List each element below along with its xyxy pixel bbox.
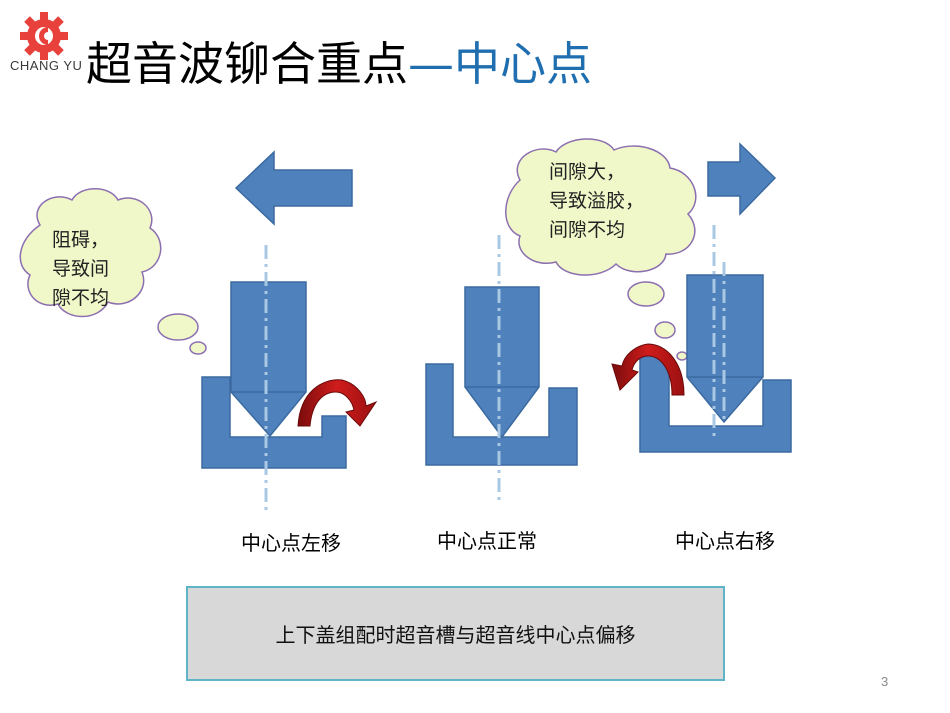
caption-normal: 中心点正常 [437, 529, 537, 553]
bubble-text-left: 阻碍， 导致间 隙不均 [52, 226, 109, 313]
caption-right-shift: 中心点右移 [675, 529, 775, 553]
bubble-right-line-2: 导致溢胶， [549, 190, 645, 212]
bubble-right-line-1: 间隙大， [549, 161, 626, 183]
title-accent: —中心点 [408, 37, 592, 91]
diagram-normal [425, 235, 578, 500]
page-number: 3 [881, 674, 889, 689]
rotation-arrow-right [297, 379, 378, 427]
bubble-left-line-1: 阻碍， [52, 229, 110, 251]
bubble-left-line-3: 隙不均 [52, 287, 110, 309]
left-arrow-icon [234, 150, 353, 226]
page-title: 超音波铆合重点—中心点 [86, 34, 592, 94]
u-channel-center [425, 363, 578, 466]
u-channel-right [639, 354, 792, 453]
caption-left-shift: 中心点左移 [241, 531, 341, 555]
u-channel-left [201, 376, 347, 469]
diagram-right-shift [505, 138, 792, 453]
title-main: 超音波铆合重点 [86, 37, 408, 91]
bubble-left-line-2: 导致间 [52, 258, 110, 280]
bubble-right-line-3: 间隙不均 [549, 219, 626, 241]
thought-bubble-right [505, 138, 697, 361]
thought-bubble-left [19, 188, 207, 355]
right-arrow-icon [707, 142, 777, 216]
horn-left [230, 281, 307, 438]
summary-box: 上下盖组配时超音槽与超音线中心点偏移 [186, 586, 725, 681]
gear-logo-icon [20, 12, 68, 60]
logo-text: CHANG YU [10, 58, 83, 73]
rotation-arrow-left [611, 343, 685, 396]
summary-text: 上下盖组配时超音槽与超音线中心点偏移 [275, 623, 636, 647]
diagram-left-shift [19, 150, 378, 510]
horn-center [464, 286, 540, 439]
company-logo: CHANG YU [8, 10, 83, 80]
bubble-text-right: 间隙大， 导致溢胶， 间隙不均 [549, 158, 644, 245]
